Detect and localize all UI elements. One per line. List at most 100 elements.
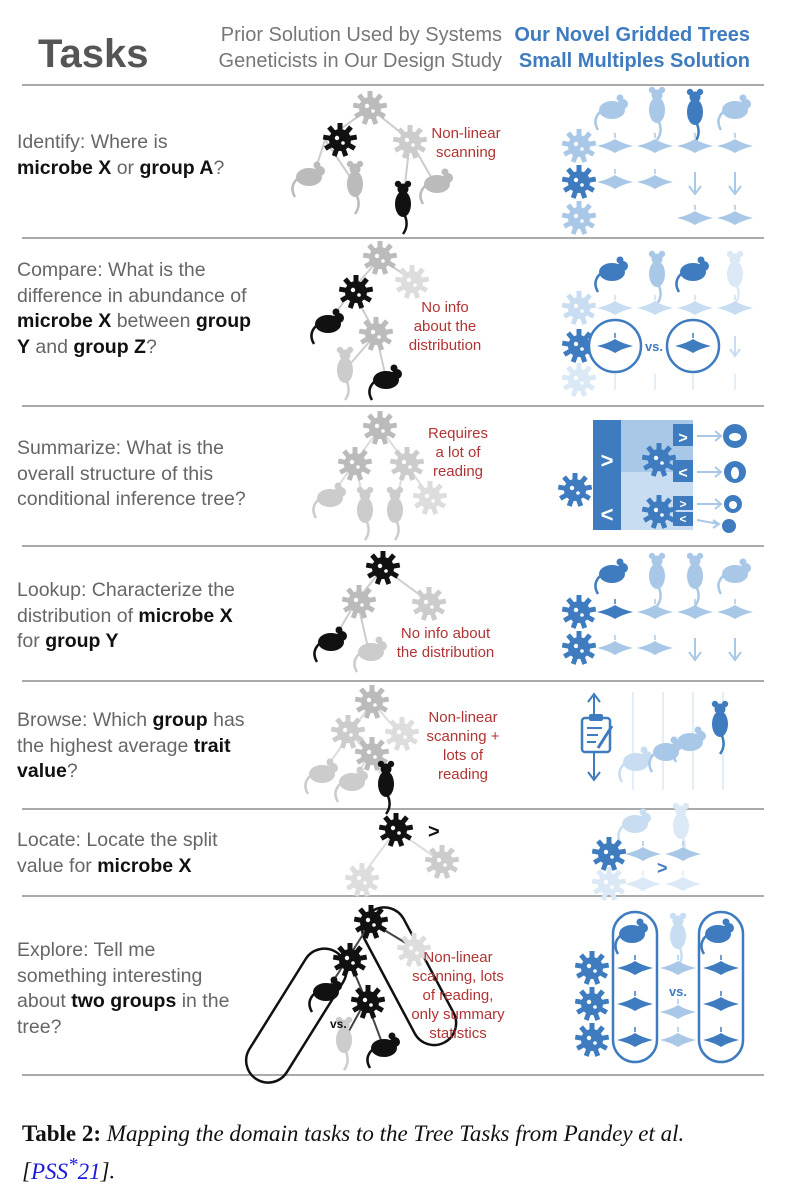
mouse-icon xyxy=(312,481,348,520)
prior-tree-browse xyxy=(304,685,420,816)
prior-solution-heading: Prior Solution Used by Systems Geneticis… xyxy=(180,22,502,74)
note-line: distribution xyxy=(408,337,482,354)
violin-plot xyxy=(596,132,634,154)
mouse-icon xyxy=(614,917,650,956)
violin-plot xyxy=(702,954,740,976)
our-solution-heading: Our Novel Gridded Trees Small Multiples … xyxy=(510,22,750,74)
task-bold: microbe X xyxy=(17,310,112,332)
note-line: statistics xyxy=(429,1025,487,1042)
prior-tree-identify xyxy=(291,91,455,236)
microbe-icon xyxy=(561,291,597,325)
microbe-icon xyxy=(362,241,398,275)
split-sign: > xyxy=(657,858,668,878)
citation-year: 21 xyxy=(77,1158,101,1184)
violin-plot xyxy=(636,132,674,154)
task-text: Explore: Tell me something interesting a… xyxy=(17,939,203,1012)
note-line: No info about xyxy=(400,625,491,642)
microbe-icon xyxy=(378,813,414,847)
task-text: Identify: Where is xyxy=(17,131,168,153)
clipboard-icon xyxy=(580,714,614,754)
mouse-icon xyxy=(594,557,630,596)
mouse-icon xyxy=(313,625,349,664)
mouse-icon xyxy=(334,765,370,804)
violin-plot xyxy=(616,954,654,976)
violin-plot xyxy=(716,598,754,620)
citation-link[interactable]: PSS*21 xyxy=(31,1154,101,1184)
ours-heading-line2: Small Multiples Solution xyxy=(518,50,750,72)
microbe-icon xyxy=(561,631,597,665)
prior-tree-summarize xyxy=(312,411,448,542)
gridded-tree-lookup xyxy=(561,551,754,665)
prior-heading-line2: Geneticists in Our Design Study xyxy=(218,50,502,72)
violin-plot xyxy=(676,294,714,316)
microbe-icon xyxy=(322,123,358,157)
microbe-icon xyxy=(557,473,593,507)
microbe-icon xyxy=(352,91,388,125)
mouse-icon xyxy=(618,745,654,784)
split-sign: < xyxy=(679,512,686,526)
note-line: scanning, lots xyxy=(412,968,504,985)
note-line: scanning xyxy=(435,144,497,161)
mouse-icon xyxy=(304,757,340,796)
microbe-icon xyxy=(424,845,460,879)
task-summarize: Summarize: What is the overall structure… xyxy=(17,436,257,513)
task-text: in the tree? xyxy=(17,990,230,1038)
task-bold: microbe X xyxy=(97,854,192,877)
microbe-icon xyxy=(344,863,380,897)
violin-plot xyxy=(659,998,697,1020)
microbe-icon xyxy=(350,985,386,1019)
violin-plot xyxy=(596,598,634,620)
vs-label: vs. xyxy=(645,339,663,354)
violin-plot xyxy=(636,168,674,190)
task-lookup: Lookup: Characterize the distribution of… xyxy=(17,578,252,655)
violin-plot xyxy=(636,294,674,316)
divider xyxy=(22,545,764,547)
mouse-icon xyxy=(393,179,413,236)
task-bold: trait value xyxy=(17,734,231,783)
prior-limitation-note: Non-linear scanning + lots of reading xyxy=(415,708,511,784)
gridded-tree-browse xyxy=(580,692,730,790)
note-line: lots of xyxy=(442,747,484,764)
microbe-icon xyxy=(561,129,597,163)
gridded-tree-compare: vs. xyxy=(561,249,754,397)
violin-plot xyxy=(636,598,674,620)
microbe-icon xyxy=(574,1023,610,1057)
table-caption: Table 2: Mapping the domain tasks to the… xyxy=(22,1118,772,1187)
microbe-icon xyxy=(362,411,398,445)
microbe-icon xyxy=(365,551,401,585)
violin-plot xyxy=(676,204,714,226)
prior-tree-lookup xyxy=(313,551,447,674)
mouse-icon xyxy=(335,345,355,402)
microbe-icon xyxy=(561,363,597,397)
microbe-icon xyxy=(574,951,610,985)
prior-limitation-note: No info about the distribution xyxy=(397,298,493,355)
mouse-icon xyxy=(345,159,365,216)
microbe-icon xyxy=(411,587,447,621)
mouse-icon xyxy=(675,255,711,294)
task-text: between xyxy=(111,310,196,332)
violin-plot xyxy=(659,1026,697,1048)
group-outline xyxy=(697,910,745,1064)
task-bold: group A xyxy=(139,156,214,179)
divider xyxy=(22,405,764,407)
task-text: or xyxy=(111,156,140,179)
mouse-icon xyxy=(647,551,667,608)
prior-tree-compare xyxy=(310,241,430,402)
mouse-icon xyxy=(672,725,708,764)
violin-plot xyxy=(716,294,754,316)
task-text: and xyxy=(30,335,74,358)
mouse-icon xyxy=(368,363,404,402)
note-line: reading xyxy=(432,463,484,480)
task-text: Browse: Which xyxy=(17,709,153,731)
prior-heading-line1: Prior Solution Used by Systems xyxy=(220,24,502,46)
note-line: only summary xyxy=(411,1006,505,1023)
microbe-icon xyxy=(412,481,448,515)
note-line: No info xyxy=(421,299,469,316)
mouse-icon xyxy=(594,255,630,294)
task-text: Locate: Locate the split value for xyxy=(17,829,218,877)
prior-limitation-note: Requires a lot of reading xyxy=(410,424,506,481)
gridded-tree-explore: vs. xyxy=(574,910,745,1064)
split-sign: > xyxy=(678,430,687,447)
mouse-icon xyxy=(355,485,375,542)
task-text: ? xyxy=(66,760,78,782)
